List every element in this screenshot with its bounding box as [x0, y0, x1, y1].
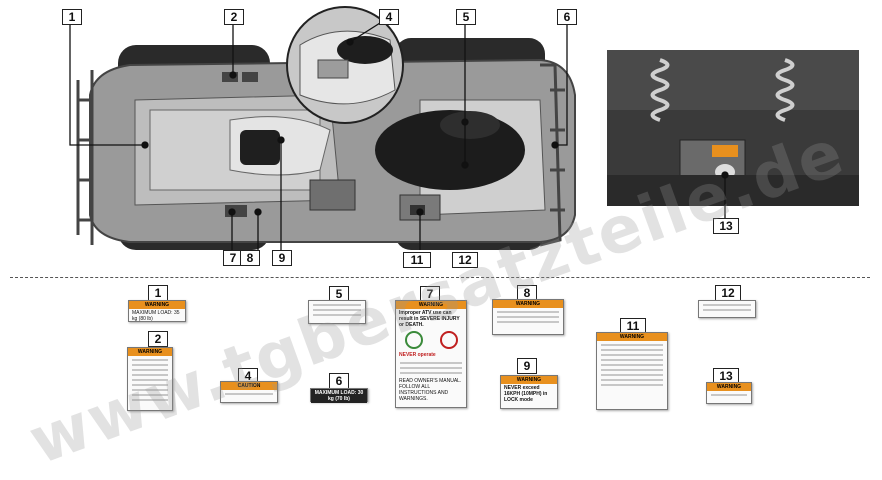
atv-top-view: [76, 38, 576, 250]
sticker-7-text: Improper ATV use can result in SEVERE IN…: [399, 310, 460, 328]
no-helmet-prohibited-icon: [439, 331, 458, 349]
sticker-4: CAUTION: [220, 381, 278, 403]
sticker-1-text: MAXIMUM LOAD: 35 kg (80 lb): [132, 310, 180, 322]
callout-12: 12: [452, 252, 478, 268]
sticker-6: MAXIMUM LOAD: 30 kg (70 lb): [310, 388, 368, 403]
callout-13: 13: [713, 218, 739, 234]
leader-lines: [69, 17, 729, 250]
section-divider: [10, 277, 870, 278]
sticker-5: [308, 300, 366, 324]
sticker-7-header: WARNING: [396, 301, 466, 309]
sticker-4-header: CAUTION: [221, 382, 277, 390]
sticker-7-footer: READ OWNER'S MANUAL. FOLLOW ALL INSTRUCT…: [399, 378, 462, 402]
sticker-13: WARNING: [706, 382, 752, 404]
sticker-7: WARNING Improper ATV use can result in S…: [395, 300, 467, 408]
sticker-callout-1: 1: [148, 285, 168, 301]
sticker-1-header: WARNING: [129, 301, 185, 309]
callout-5: 5: [456, 9, 476, 25]
callout-4: 4: [379, 9, 399, 25]
sticker-callout-6: 6: [329, 373, 349, 389]
sticker-9: WARNING NEVER exceed 16KPH (10MPH) in LO…: [500, 375, 558, 409]
sticker-9-text: NEVER exceed 16KPH (10MPH) in LOCK mode: [504, 385, 548, 403]
callout-1: 1: [62, 9, 82, 25]
sticker-8: WARNING: [492, 299, 564, 335]
sticker-6-text: MAXIMUM LOAD: 30 kg (70 lb): [311, 389, 367, 403]
sticker-1: WARNING MAXIMUM LOAD: 35 kg (80 lb): [128, 300, 186, 322]
sticker-11: WARNING: [596, 332, 668, 410]
sticker-callout-7: 7: [420, 286, 440, 302]
callout-8: 8: [240, 250, 260, 266]
sticker-9-header: WARNING: [501, 376, 557, 384]
detail-magnifier: [286, 6, 404, 124]
sticker-callout-2: 2: [148, 331, 168, 347]
callout-11: 11: [403, 252, 431, 268]
sticker-11-header: WARNING: [597, 333, 667, 341]
sticker-callout-12: 12: [715, 285, 741, 301]
sticker-8-header: WARNING: [493, 300, 563, 308]
sticker-13-header: WARNING: [707, 383, 751, 391]
sticker-2-header: WARNING: [128, 348, 172, 356]
sticker-12: [698, 300, 756, 318]
sticker-callout-9: 9: [517, 358, 537, 374]
suspension-photo: [607, 50, 859, 206]
callout-2: 2: [224, 9, 244, 25]
sticker-2: WARNING: [127, 347, 173, 411]
callout-9: 9: [272, 250, 292, 266]
atv-sticker-diagram: [69, 6, 859, 250]
callout-6: 6: [557, 9, 577, 25]
no-passenger-icon: [404, 331, 423, 349]
sticker-7-subhead: NEVER operate: [399, 352, 436, 358]
